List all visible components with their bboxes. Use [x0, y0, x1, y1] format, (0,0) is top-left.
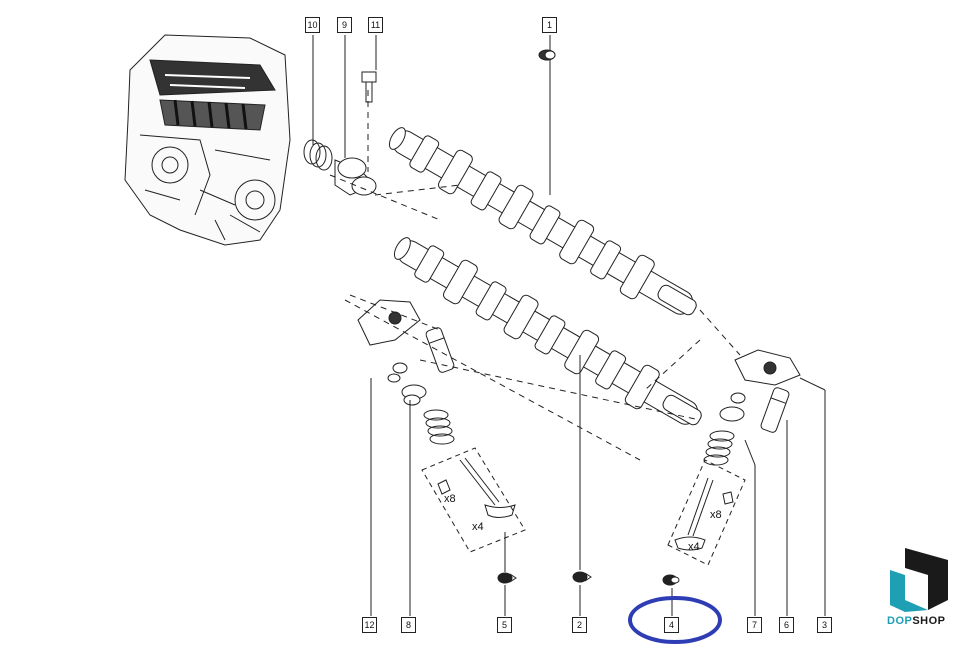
left-valve-collets — [387, 362, 408, 383]
plug-part-1 — [538, 49, 556, 61]
left-keeper-icon — [437, 479, 451, 495]
dopshop-logo-text: DOPSHOP — [887, 615, 946, 627]
callout-2: 2 — [572, 617, 587, 633]
engine-illustration — [124, 34, 291, 246]
callout-5: 5 — [497, 617, 512, 633]
logo-text-shop: SHOP — [912, 615, 946, 627]
seal-part-5 — [497, 572, 517, 584]
left-valve-retainer — [401, 384, 427, 406]
assembly-lines — [329, 90, 741, 461]
callout-9: 9 — [337, 17, 352, 33]
callout-3: 3 — [817, 617, 832, 633]
callout-1: 1 — [542, 17, 557, 33]
left-valve-group-box — [421, 447, 526, 553]
seal-part-2 — [572, 571, 592, 583]
dopshop-logo-icon — [890, 548, 948, 612]
seal-part-4 — [662, 574, 680, 586]
right-hydraulic-lifter — [760, 387, 790, 433]
callout-8: 8 — [401, 617, 416, 633]
right-valve — [674, 477, 714, 551]
qty-left-x8: x8 — [444, 493, 456, 505]
qty-right-x4: x4 — [688, 541, 700, 553]
left-hydraulic-lifter — [425, 327, 455, 373]
bushing-part-9 — [334, 157, 377, 196]
highlight-circle — [628, 596, 722, 644]
logo-text-dop: DOP — [887, 615, 913, 627]
bolt-part-11 — [361, 71, 377, 103]
callout-4: 4 — [664, 617, 679, 633]
callout-12: 12 — [362, 617, 377, 633]
left-valve-spring — [423, 409, 455, 445]
callout-10: 10 — [305, 17, 320, 33]
right-rocker-arm — [734, 349, 801, 386]
spring-part-10 — [303, 139, 333, 171]
left-valve — [459, 457, 516, 518]
lower-camshaft — [393, 237, 702, 426]
callout-11: 11 — [368, 17, 383, 33]
qty-left-x4: x4 — [472, 521, 484, 533]
right-valve-retainer — [719, 406, 745, 422]
qty-right-x8: x8 — [710, 509, 722, 521]
upper-camshaft — [388, 127, 697, 316]
left-rocker-arm — [357, 299, 421, 346]
right-keeper-icon — [722, 491, 734, 505]
right-valve-spring — [703, 430, 735, 466]
callout-6: 6 — [779, 617, 794, 633]
callout-7: 7 — [747, 617, 762, 633]
leader-lines — [312, 35, 826, 616]
right-valve-group-box — [667, 459, 746, 566]
right-valve-collets — [730, 392, 746, 404]
